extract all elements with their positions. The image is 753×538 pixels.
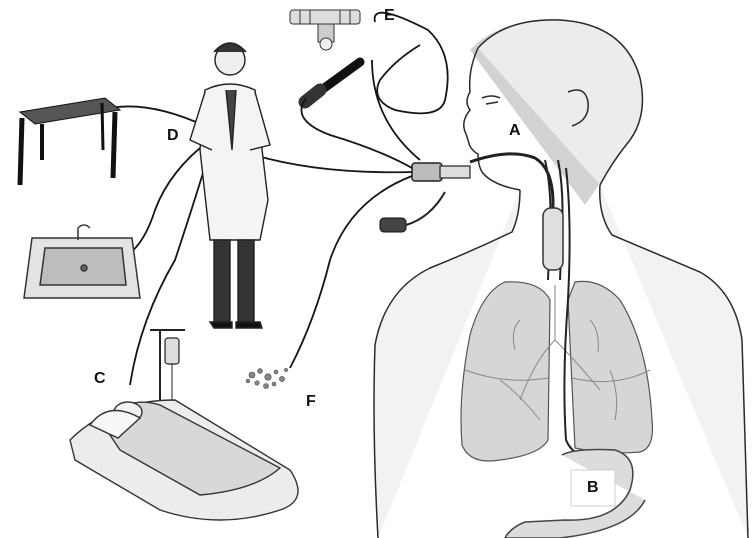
lungs	[461, 281, 653, 461]
label-e: E	[384, 8, 395, 24]
sink	[24, 225, 140, 298]
suction-device	[380, 192, 445, 232]
tube-connector	[412, 163, 470, 181]
ventilator-circuit	[290, 10, 360, 102]
label-a: A	[509, 123, 521, 139]
label-f: F	[306, 394, 316, 410]
label-c: C	[94, 371, 106, 387]
doctor	[190, 43, 270, 328]
label-b: B	[587, 480, 599, 496]
iv-stand	[150, 330, 185, 405]
label-d: D	[167, 128, 179, 144]
patient-bed	[70, 400, 298, 520]
table	[20, 98, 120, 185]
particle-cluster	[246, 368, 287, 388]
